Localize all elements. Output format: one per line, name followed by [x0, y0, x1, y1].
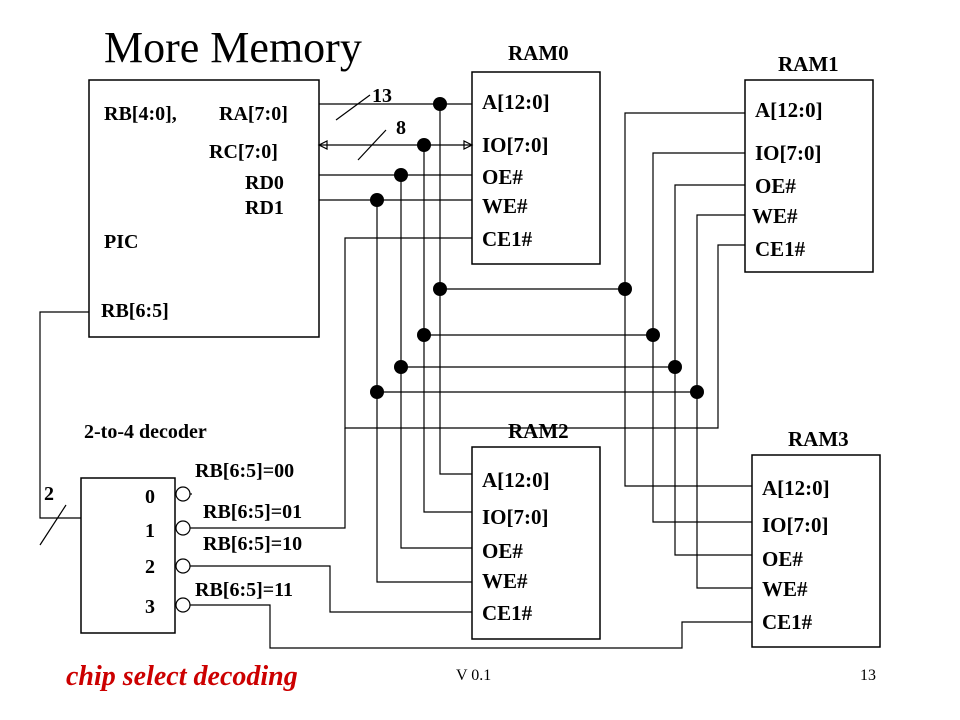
ram0-pin-we: WE# [482, 194, 528, 218]
decoder-out1-wire [190, 428, 346, 529]
pic-select-label: RB[6:5] [101, 300, 169, 322]
decoder-out3-wire [190, 604, 752, 649]
ram1-pin-oe: OE# [755, 174, 796, 198]
io-vertical-ram2 [423, 145, 472, 513]
junction-dot [370, 193, 384, 207]
we-vertical-ram2 [376, 200, 472, 583]
oe-vertical-ram2 [400, 175, 472, 549]
junction-dot [646, 328, 660, 342]
ram2-pin-ce: CE1# [482, 601, 533, 625]
footer-page-number: 13 [860, 667, 876, 684]
junction-dot [417, 328, 431, 342]
select-bus-slash [39, 504, 67, 546]
ram3-name: RAM3 [788, 427, 849, 451]
junction-dot [417, 138, 431, 152]
decoder-condition-01: RB[6:5]=01 [203, 501, 302, 523]
junction-dot [668, 360, 682, 374]
ram0-name: RAM0 [508, 41, 569, 65]
ram0-pin-oe: OE# [482, 165, 523, 189]
data-bus-slash [357, 129, 387, 161]
ram0-box [471, 71, 601, 265]
junction-dot [433, 282, 447, 296]
ram2-pin-io: IO[7:0] [482, 505, 549, 529]
ram3-pin-oe: OE# [762, 547, 803, 571]
ram1-pin-address: A[12:0] [755, 98, 823, 122]
io-vertical-right [652, 152, 752, 523]
junction-dot [394, 168, 408, 182]
ram1-pin-ce: CE1# [755, 237, 806, 261]
ram1-pin-we: WE# [752, 204, 798, 228]
decoder-bubble-3 [175, 597, 191, 613]
junction-dots [370, 97, 704, 399]
pic-bus-label-a: RB[4:0], [104, 103, 177, 125]
junction-dot [618, 282, 632, 296]
select-bus-wire [39, 311, 89, 519]
ram2-pin-address: A[12:0] [482, 468, 550, 492]
ram3-pin-io: IO[7:0] [762, 513, 829, 537]
pic-name: PIC [104, 231, 138, 253]
decoder-output-1: 1 [145, 520, 155, 542]
ram0-pin-address: A[12:0] [482, 90, 550, 114]
pic-data-label: RC[7:0] [209, 141, 278, 163]
ram1-pin-io: IO[7:0] [755, 141, 822, 165]
select-bus-width: 2 [44, 483, 54, 505]
decoder-condition-10: RB[6:5]=10 [203, 533, 302, 555]
data-bus-width: 8 [396, 117, 406, 139]
decoder-box [80, 477, 176, 634]
junction-dot [433, 97, 447, 111]
we-vertical-right [696, 214, 752, 589]
footer-version: V 0.1 [456, 667, 491, 684]
decoder-bubble-0 [175, 486, 191, 502]
ram0-pin-ce: CE1# [482, 227, 533, 251]
junction-dot [690, 385, 704, 399]
ram2-box [471, 446, 601, 640]
ram2-pin-oe: OE# [482, 539, 523, 563]
decoder-condition-00: RB[6:5]=00 [195, 460, 294, 482]
decoder-output-3: 3 [145, 596, 155, 618]
ram1-box [744, 79, 874, 273]
ram3-pin-address: A[12:0] [762, 476, 830, 500]
decoder-bubble-1 [175, 520, 191, 536]
decoder-output-2: 2 [145, 556, 155, 578]
ram2-pin-we: WE# [482, 569, 528, 593]
pic-box [88, 79, 320, 338]
junction-dot [394, 360, 408, 374]
pic-rd1-label: RD1 [245, 197, 284, 219]
chip-select-caption: chip select decoding [66, 661, 298, 692]
decoder-out2-wire [190, 565, 472, 613]
address-vertical-ram2 [439, 104, 472, 475]
data-bus-arrow-right [463, 140, 474, 150]
address-vertical-right [624, 112, 752, 487]
pic-bus-label-b: RA[7:0] [219, 103, 288, 125]
decoder-output-0: 0 [145, 486, 155, 508]
data-bus-arrow-left [317, 140, 328, 150]
ram0-pin-io: IO[7:0] [482, 133, 549, 157]
decoder-name: 2-to-4 decoder [84, 421, 207, 443]
junction-dot [370, 385, 384, 399]
ram1-name: RAM1 [778, 52, 839, 76]
address-bus-width: 13 [372, 85, 392, 107]
decoder-bubble-2 [175, 558, 191, 574]
ce-ram1-wire [344, 237, 745, 429]
ram3-box [751, 454, 881, 648]
oe-vertical-right [674, 184, 752, 556]
address-bus-slash [335, 94, 371, 121]
ram3-pin-we: WE# [762, 577, 808, 601]
ram2-name: RAM2 [508, 419, 569, 443]
pic-rd0-label: RD0 [245, 172, 284, 194]
slide-title: More Memory [104, 23, 362, 72]
ram3-pin-ce: CE1# [762, 610, 813, 634]
decoder-condition-11: RB[6:5]=11 [195, 579, 293, 601]
